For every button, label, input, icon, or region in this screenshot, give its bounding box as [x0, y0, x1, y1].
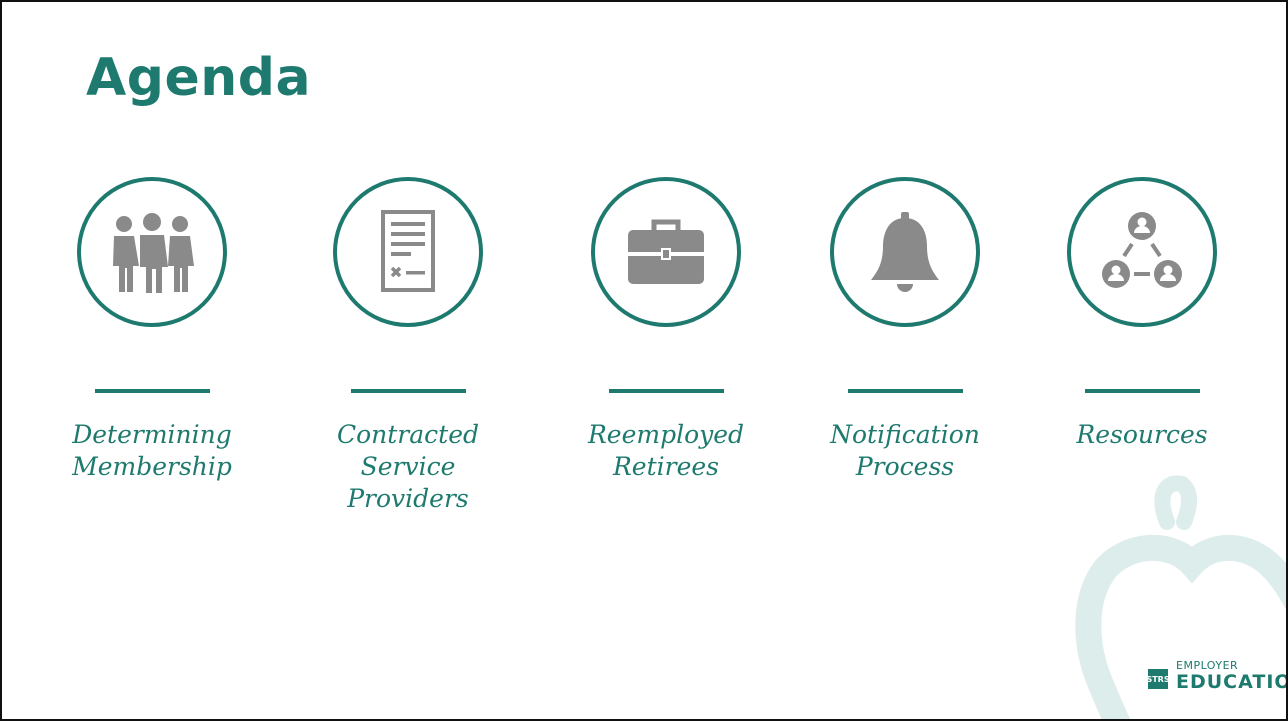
agenda-icon-circle: [830, 177, 980, 327]
brand-text: EMPLOYER EDUCATION: [1176, 659, 1286, 693]
briefcase-icon: [628, 219, 704, 284]
people-group-icon: [113, 213, 194, 293]
item-label: Contracted Service Providers: [336, 420, 480, 513]
network-people-icon: [1102, 212, 1182, 288]
slide-title: Agenda: [86, 48, 312, 108]
item-divider: [608, 389, 724, 393]
agenda-icon-circle: [77, 177, 227, 327]
agenda-item-resources: Resources: [1022, 177, 1262, 451]
agenda-icon-circle: [591, 177, 741, 327]
item-label: Reemployed Retirees: [587, 420, 745, 481]
agenda-item-determining-membership: Determining Membership: [32, 177, 272, 483]
agenda-icon-circle: [333, 177, 483, 327]
item-divider: [94, 389, 210, 393]
agenda-icon-circle: [1067, 177, 1217, 327]
apple-watermark-icon: [1075, 475, 1286, 719]
item-label: Resources: [1076, 420, 1208, 449]
item-divider: [350, 389, 466, 393]
brand-line2: EDUCATION: [1176, 671, 1286, 693]
contract-document-icon: [381, 210, 435, 292]
agenda-item-reemployed-retirees: Reemployed Retirees: [546, 177, 786, 483]
bell-icon: [871, 212, 939, 292]
strs-logo: STRS: [1146, 669, 1170, 689]
agenda-item-notification-process: Notification Process: [785, 177, 1025, 483]
item-divider: [1084, 389, 1200, 393]
agenda-item-contracted-service-providers: Contracted Service Providers: [288, 177, 528, 515]
item-divider: [847, 389, 963, 393]
item-label: Notification Process: [830, 420, 980, 481]
employer-education-branding: STRS EMPLOYER EDUCATION: [1146, 652, 1286, 692]
brand-line1: EMPLOYER: [1176, 659, 1239, 672]
item-label: Determining Membership: [72, 420, 232, 481]
